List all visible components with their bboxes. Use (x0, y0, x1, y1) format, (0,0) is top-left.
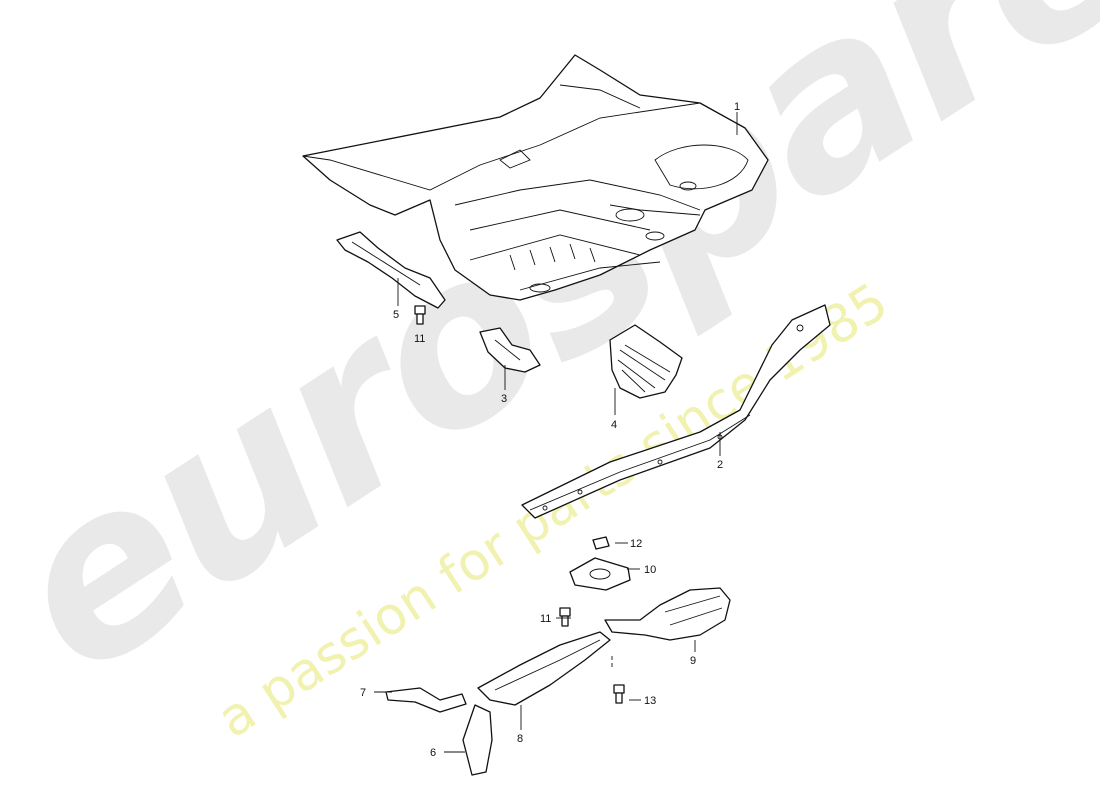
callout-labels: 1 2 3 4 5 11 12 10 11 9 13 7 8 6 (360, 101, 740, 759)
callout-4: 4 (611, 419, 617, 431)
part-bracket-5[interactable] (336, 231, 446, 309)
callout-7: 7 (360, 687, 366, 699)
callout-3: 3 (501, 393, 507, 405)
part-plate-10[interactable] (569, 557, 631, 591)
part-heat-shield-4[interactable] (609, 324, 683, 399)
leader-lines (374, 112, 738, 753)
part-bolt-11-lower[interactable] (559, 607, 571, 627)
callout-6: 6 (430, 747, 436, 759)
callout-11-lower: 11 (540, 613, 551, 625)
part-clip-12[interactable] (592, 536, 610, 550)
callout-11-upper: 11 (414, 333, 425, 345)
part-bracket-3[interactable] (479, 327, 541, 373)
part-bolt-11-upper[interactable] (414, 305, 426, 325)
callout-5: 5 (393, 309, 399, 321)
part-bracket-7[interactable] (385, 687, 467, 713)
callout-12: 12 (630, 538, 642, 550)
part-bolt-13[interactable] (613, 684, 625, 704)
part-heat-shield-8[interactable] (477, 631, 611, 706)
callout-13: 13 (644, 695, 656, 707)
part-converter-9[interactable] (604, 587, 731, 641)
callout-9: 9 (690, 655, 696, 667)
part-floor-assembly[interactable] (302, 54, 769, 301)
callout-8: 8 (517, 733, 523, 745)
part-bracket-6[interactable] (462, 704, 493, 776)
callout-1: 1 (734, 101, 740, 113)
callout-10: 10 (644, 564, 656, 576)
part-longitudinal-member-2[interactable] (521, 304, 831, 519)
callout-2: 2 (717, 459, 723, 471)
